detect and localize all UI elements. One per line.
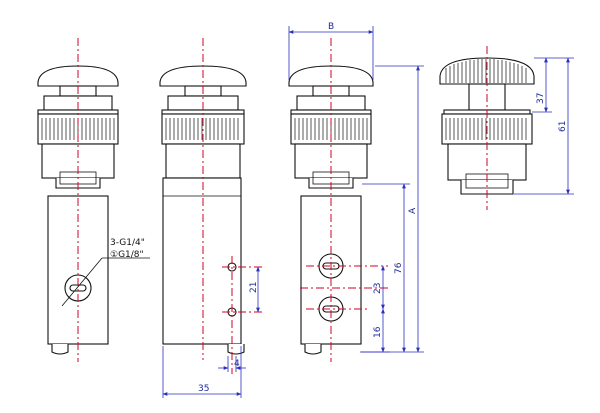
dim-b: B bbox=[328, 22, 334, 32]
port-note-line2: ①G1/8" bbox=[110, 250, 144, 260]
dim-76: 76 bbox=[394, 262, 404, 274]
dim-35: 35 bbox=[198, 384, 209, 394]
dim-a: A bbox=[408, 207, 418, 214]
dim-4: 4 bbox=[234, 359, 240, 369]
side-valve-body bbox=[162, 177, 242, 345]
dim-21: 21 bbox=[249, 282, 259, 293]
side-view: 21 35 4 bbox=[159, 38, 262, 398]
port-leader bbox=[61, 257, 103, 307]
bottom-foot bbox=[51, 344, 69, 355]
front-view: 3-G1/4" ①G1/8" bbox=[37, 38, 150, 362]
dim-23: 23 bbox=[373, 283, 383, 294]
port-note-line1: 3-G1/4" bbox=[110, 238, 145, 248]
dim-37: 37 bbox=[536, 93, 546, 104]
rear-view: B A 76 23 16 bbox=[288, 22, 424, 362]
dim-61: 61 bbox=[558, 121, 568, 132]
knurled-cap bbox=[439, 57, 535, 85]
upper-assembly-view: 37 61 bbox=[439, 46, 574, 210]
dim-16: 16 bbox=[373, 326, 383, 338]
